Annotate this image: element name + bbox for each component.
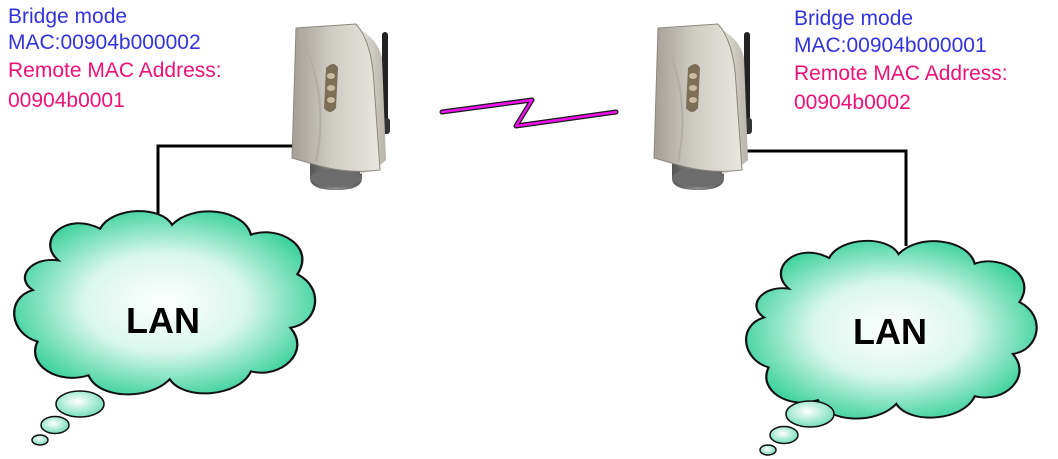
left-remote-mac-value: 00904b0001 (8, 89, 125, 112)
right-bridge-mode: Bridge mode (794, 7, 914, 30)
left-lan-cloud: LAN (13, 209, 317, 396)
right-remote-mac-value: 00904b0002 (794, 91, 911, 114)
left-mac-address: MAC:00904b000002 (8, 31, 201, 54)
left-cloud-bubbles (31, 390, 105, 446)
right-lan-label: LAN (853, 311, 927, 352)
right-access-point (653, 23, 753, 191)
right-mac-address: MAC:00904b000001 (794, 34, 987, 57)
right-remote-mac-label: Remote MAC Address: (794, 62, 1008, 85)
left-remote-mac-label: Remote MAC Address: (8, 59, 222, 82)
left-lan-cable (156, 144, 316, 222)
right-cloud-bubbles (759, 400, 835, 456)
wireless-access-point-icon (291, 23, 391, 191)
left-lan-label: LAN (126, 300, 200, 341)
wireless-access-point-icon (653, 23, 753, 191)
lightning-bolt-icon (439, 97, 619, 129)
left-access-point (291, 23, 391, 191)
left-bridge-mode: Bridge mode (8, 5, 128, 28)
wireless-link (439, 97, 619, 129)
right-lan-cable (742, 149, 908, 246)
right-lan-cloud: LAN (744, 239, 1038, 420)
